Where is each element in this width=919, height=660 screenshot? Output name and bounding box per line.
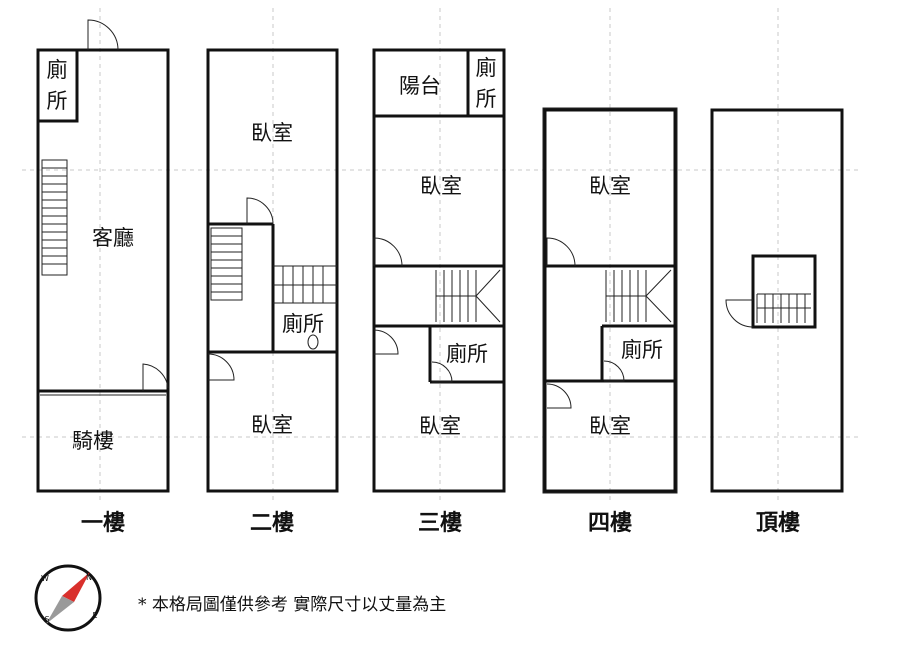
room-label-bedroom: 臥室 [589, 414, 631, 438]
stair-roof [756, 293, 811, 323]
floor-plan-2f: 臥室 廁所 臥室 二樓 [206, 48, 339, 536]
stair-4f [605, 269, 672, 323]
room-label-bedroom: 臥室 [251, 121, 293, 145]
compass-letter: S [44, 615, 49, 624]
compass-letter: W [41, 574, 49, 583]
compass-letter: N [86, 573, 92, 582]
floor-plan-roof: 頂樓 [710, 108, 844, 536]
floor-plan-3f: 陽台 廁 所 臥室 廁所 臥室 三樓 [372, 48, 506, 536]
room-label-arcade: 騎樓 [72, 429, 114, 453]
room-label-bedroom: 臥室 [589, 174, 631, 198]
floor-label-4f: 四樓 [588, 510, 632, 536]
floor-label-roof: 頂樓 [756, 510, 800, 536]
door-4f [603, 360, 625, 382]
door-4f [546, 237, 576, 267]
compass-needle-south [46, 596, 74, 624]
room-label-bedroom: 臥室 [251, 413, 293, 437]
door-1f [142, 363, 169, 391]
room-label: 廁 [476, 56, 497, 80]
room-label-toilet: 廁所 [446, 342, 488, 366]
room-label-living-room: 客廳 [92, 226, 134, 250]
stair-2f [210, 227, 337, 303]
floor-plan-4f: 臥室 廁所 臥室 四樓 [542, 107, 678, 536]
compass-letter: E [92, 611, 97, 620]
door-4f [546, 383, 572, 409]
disclaimer-note: * 本格局圖僅供參考 實際尺寸以丈量為主 [138, 595, 446, 615]
floor-label-1f: 一樓 [81, 510, 125, 536]
door-3f [373, 329, 399, 355]
guide-lines [22, 8, 860, 500]
floor-label-3f: 三樓 [418, 510, 462, 536]
room-label-toilet: 廁所 [282, 312, 324, 336]
door-2f [207, 353, 235, 381]
toilet-icon [307, 334, 319, 350]
entry-door-1f [87, 19, 119, 51]
room-label: 所 [47, 89, 68, 113]
compass-needle-north [62, 572, 90, 602]
floor-label-2f: 二樓 [250, 510, 294, 536]
compass-icon: N E S W [34, 564, 102, 632]
room-label: 廁 [47, 58, 68, 82]
floor-plan-1f: 廁 所 客廳 騎樓 一樓 [36, 19, 170, 536]
room-label-balcony: 陽台 [399, 74, 441, 98]
door-3f [373, 237, 403, 267]
door-3f [431, 361, 453, 383]
room-label-toilet: 廁所 [621, 338, 663, 362]
door-2f [246, 197, 274, 225]
room-label: 所 [476, 87, 497, 111]
room-label-bedroom: 臥室 [419, 414, 461, 438]
room-label-bedroom: 臥室 [420, 174, 462, 198]
stair-1f [41, 159, 68, 276]
stair-3f [435, 269, 501, 323]
door-roof [725, 299, 754, 328]
